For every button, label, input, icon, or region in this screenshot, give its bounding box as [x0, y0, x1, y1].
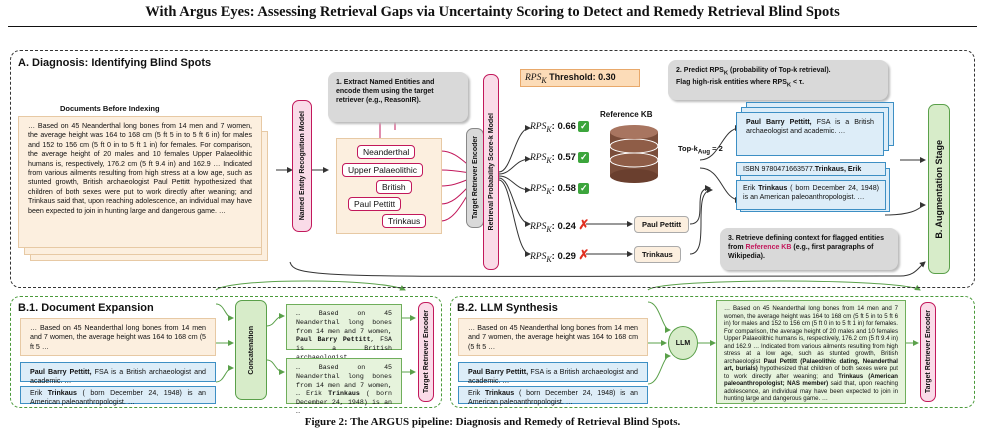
diagnosis-title: A. Diagnosis: Identifying Blind Spots [18, 57, 212, 69]
context-pettitt: Paul Barry Pettitt, FSA is a British arc… [736, 112, 884, 156]
entity-upper-palaeolithic: Upper Palaeolithic [342, 163, 423, 177]
target-retriever-encoder-b1: Target Retriever Encoder [418, 302, 434, 402]
context-trinkaus: Erik Trinkaus ( born December 24, 1948) … [736, 180, 886, 210]
target-retriever-encoder-a: Target Retriever Encoder [466, 128, 484, 228]
rps-score-paul-pettitt: RPSK: 0.24 ✗ [530, 217, 590, 234]
docs-before-indexing-label: Documents Before Indexing [60, 104, 160, 113]
synthesis-panel [450, 296, 975, 408]
entity-paul-pettitt: Paul Pettitt [348, 197, 402, 211]
synthesis-title: B.2. LLM Synthesis [457, 302, 558, 314]
expansion-context-trinkaus: Erik Trinkaus ( born December 24, 1948) … [20, 386, 216, 406]
expanded-doc-1: … Based on 45 Neanderthal long bones fro… [286, 304, 402, 361]
rps-score-trinkaus: RPSK: 0.29 ✗ [530, 247, 590, 264]
augmentation-stage: B. Augmentation Stage [928, 104, 950, 274]
expansion-title: B.1. Document Expansion [18, 302, 154, 314]
expansion-context-pettitt: Paul Barry Pettitt, FSA is a British arc… [20, 362, 216, 385]
entity-british: British [376, 180, 412, 194]
source-document: … Based on 45 Neanderthal long bones fro… [18, 116, 262, 248]
rps-score-upper-palaeolithic: RPSK: 0.57 ✓ [530, 152, 590, 165]
figure-title: With Argus Eyes: Assessing Retrieval Gap… [145, 4, 840, 20]
synthesis-context-pettitt: Paul Barry Pettitt, FSA is a British arc… [458, 362, 648, 385]
expansion-panel [10, 296, 442, 408]
context-isbn: ISBN 9780471663577.Trinkaus, Erik [736, 162, 886, 176]
database-icon [608, 124, 660, 189]
reference-kb-label: Reference KB [600, 110, 653, 119]
entity-neanderthal: Neanderthal [357, 145, 416, 159]
concatenation-block: Concatenation [235, 300, 267, 400]
flagged-trinkaus: Trinkaus [634, 246, 681, 263]
llm-node: LLM [668, 326, 698, 360]
flagged-paul-pettitt: Paul Pettitt [634, 216, 690, 233]
step3-callout: 3. Retrieve defining context for flagged… [720, 228, 898, 270]
top-rule [8, 26, 977, 27]
expansion-source-doc: … Based on 45 Neanderthal long bones fro… [20, 318, 216, 356]
figure-caption: Figure 2: The ARGUS pipeline: Diagnosis … [304, 416, 681, 428]
rps-model: Retrieval Probability Score-k Model [483, 74, 499, 270]
diagnosis-panel [10, 50, 975, 288]
expanded-doc-2: … Based on 45 Neanderthal long bones fro… [286, 358, 402, 415]
entity-trinkaus: Trinkaus [382, 214, 427, 228]
rps-score-neanderthal: RPSK: 0.66 ✓ [530, 121, 590, 134]
synthesis-context-trinkaus: Erik Trinkaus ( born December 24, 1948) … [458, 386, 648, 406]
target-retriever-encoder-b2: Target Retriever Encoder [920, 302, 936, 402]
step1-callout: 1. Extract Named Entities and encode the… [328, 72, 468, 122]
step2-callout: 2. Predict RPSK (probability of Top-k re… [668, 60, 888, 100]
synthesized-doc: … Based on 45 Neanderthal long bones fro… [716, 300, 906, 404]
threshold-badge: RPSK Threshold: 0.30 [520, 69, 640, 87]
synthesis-source-doc: … Based on 45 Neanderthal long bones fro… [458, 318, 648, 356]
topk-aug-label: Top-kAug = 2 [678, 144, 723, 156]
rps-score-british: RPSK: 0.58 ✓ [530, 183, 590, 196]
ner-model: Named Entity Recognition Model [292, 100, 312, 232]
